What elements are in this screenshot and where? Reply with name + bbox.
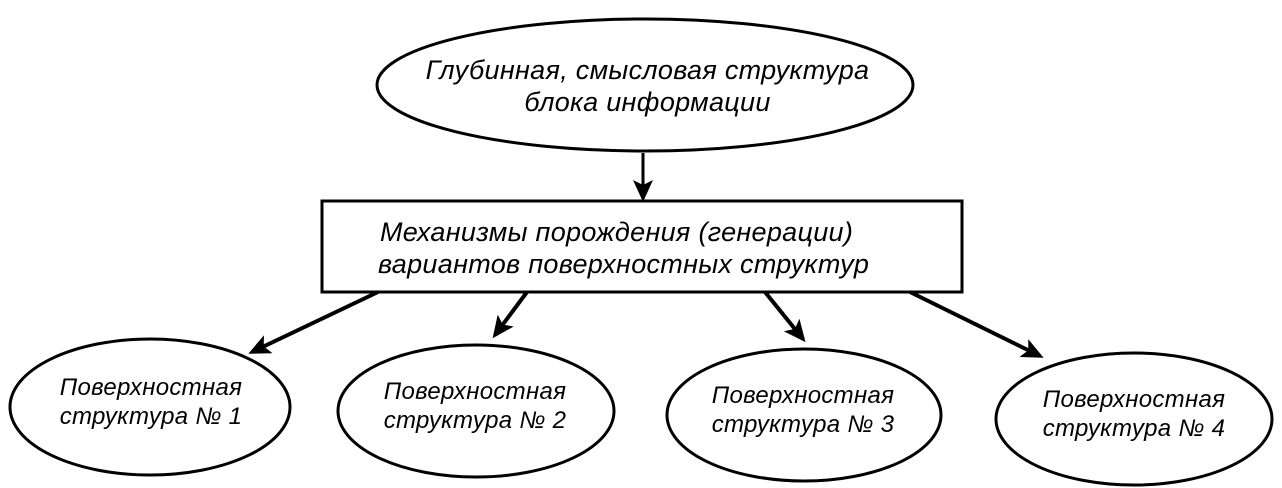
leaf-node-3-ellipse xyxy=(665,347,943,483)
leaf-node-4-label: Поверхностная структура № 4 xyxy=(995,386,1273,444)
leaf-node-1-label: Поверхностная структура № 1 xyxy=(8,374,294,432)
leaf-node-4-line2: структура № 4 xyxy=(1042,414,1226,442)
leaf-node-3-line1: Поверхностная xyxy=(711,382,895,409)
leaf-node-3-label: Поверхностная структура № 3 xyxy=(665,382,941,440)
arrow-middle-to-leaf-1 xyxy=(248,290,379,354)
leaf-node-1-ellipse xyxy=(8,337,292,477)
leaf-node-2-line2: структура № 2 xyxy=(383,406,567,434)
middle-node-label: Механизмы порождения (генерации) вариант… xyxy=(322,216,962,281)
leaf-node-2-ellipse xyxy=(336,343,616,479)
leaf-node-1-line1: Поверхностная xyxy=(59,374,243,401)
leaf-node-1-line2: структура № 1 xyxy=(59,402,243,430)
top-node-line2: блока информации xyxy=(524,87,771,118)
leaf-node-4-ellipse xyxy=(994,351,1274,487)
middle-node-line2: вариантов поверхностных структур xyxy=(378,249,870,280)
arrow-middle-to-leaf-4 xyxy=(909,290,1044,358)
leaf-node-3-line2: структура № 3 xyxy=(711,410,895,438)
leaf-node-4-line1: Поверхностная xyxy=(1042,386,1226,413)
middle-node-line1: Механизмы порождения (генерации) xyxy=(380,217,854,247)
top-node-line1: Глубинная, смысловая структура xyxy=(425,55,870,85)
top-node-ellipse xyxy=(375,17,915,153)
leaf-node-2-line1: Поверхностная xyxy=(383,378,567,405)
arrow-middle-to-leaf-3 xyxy=(763,290,806,343)
top-node-label: Глубинная, смысловая структура блока инф… xyxy=(380,54,915,119)
middle-node-box xyxy=(320,199,964,294)
leaf-node-2-label: Поверхностная структура № 2 xyxy=(336,378,614,436)
arrow-middle-to-leaf-2 xyxy=(492,290,529,339)
